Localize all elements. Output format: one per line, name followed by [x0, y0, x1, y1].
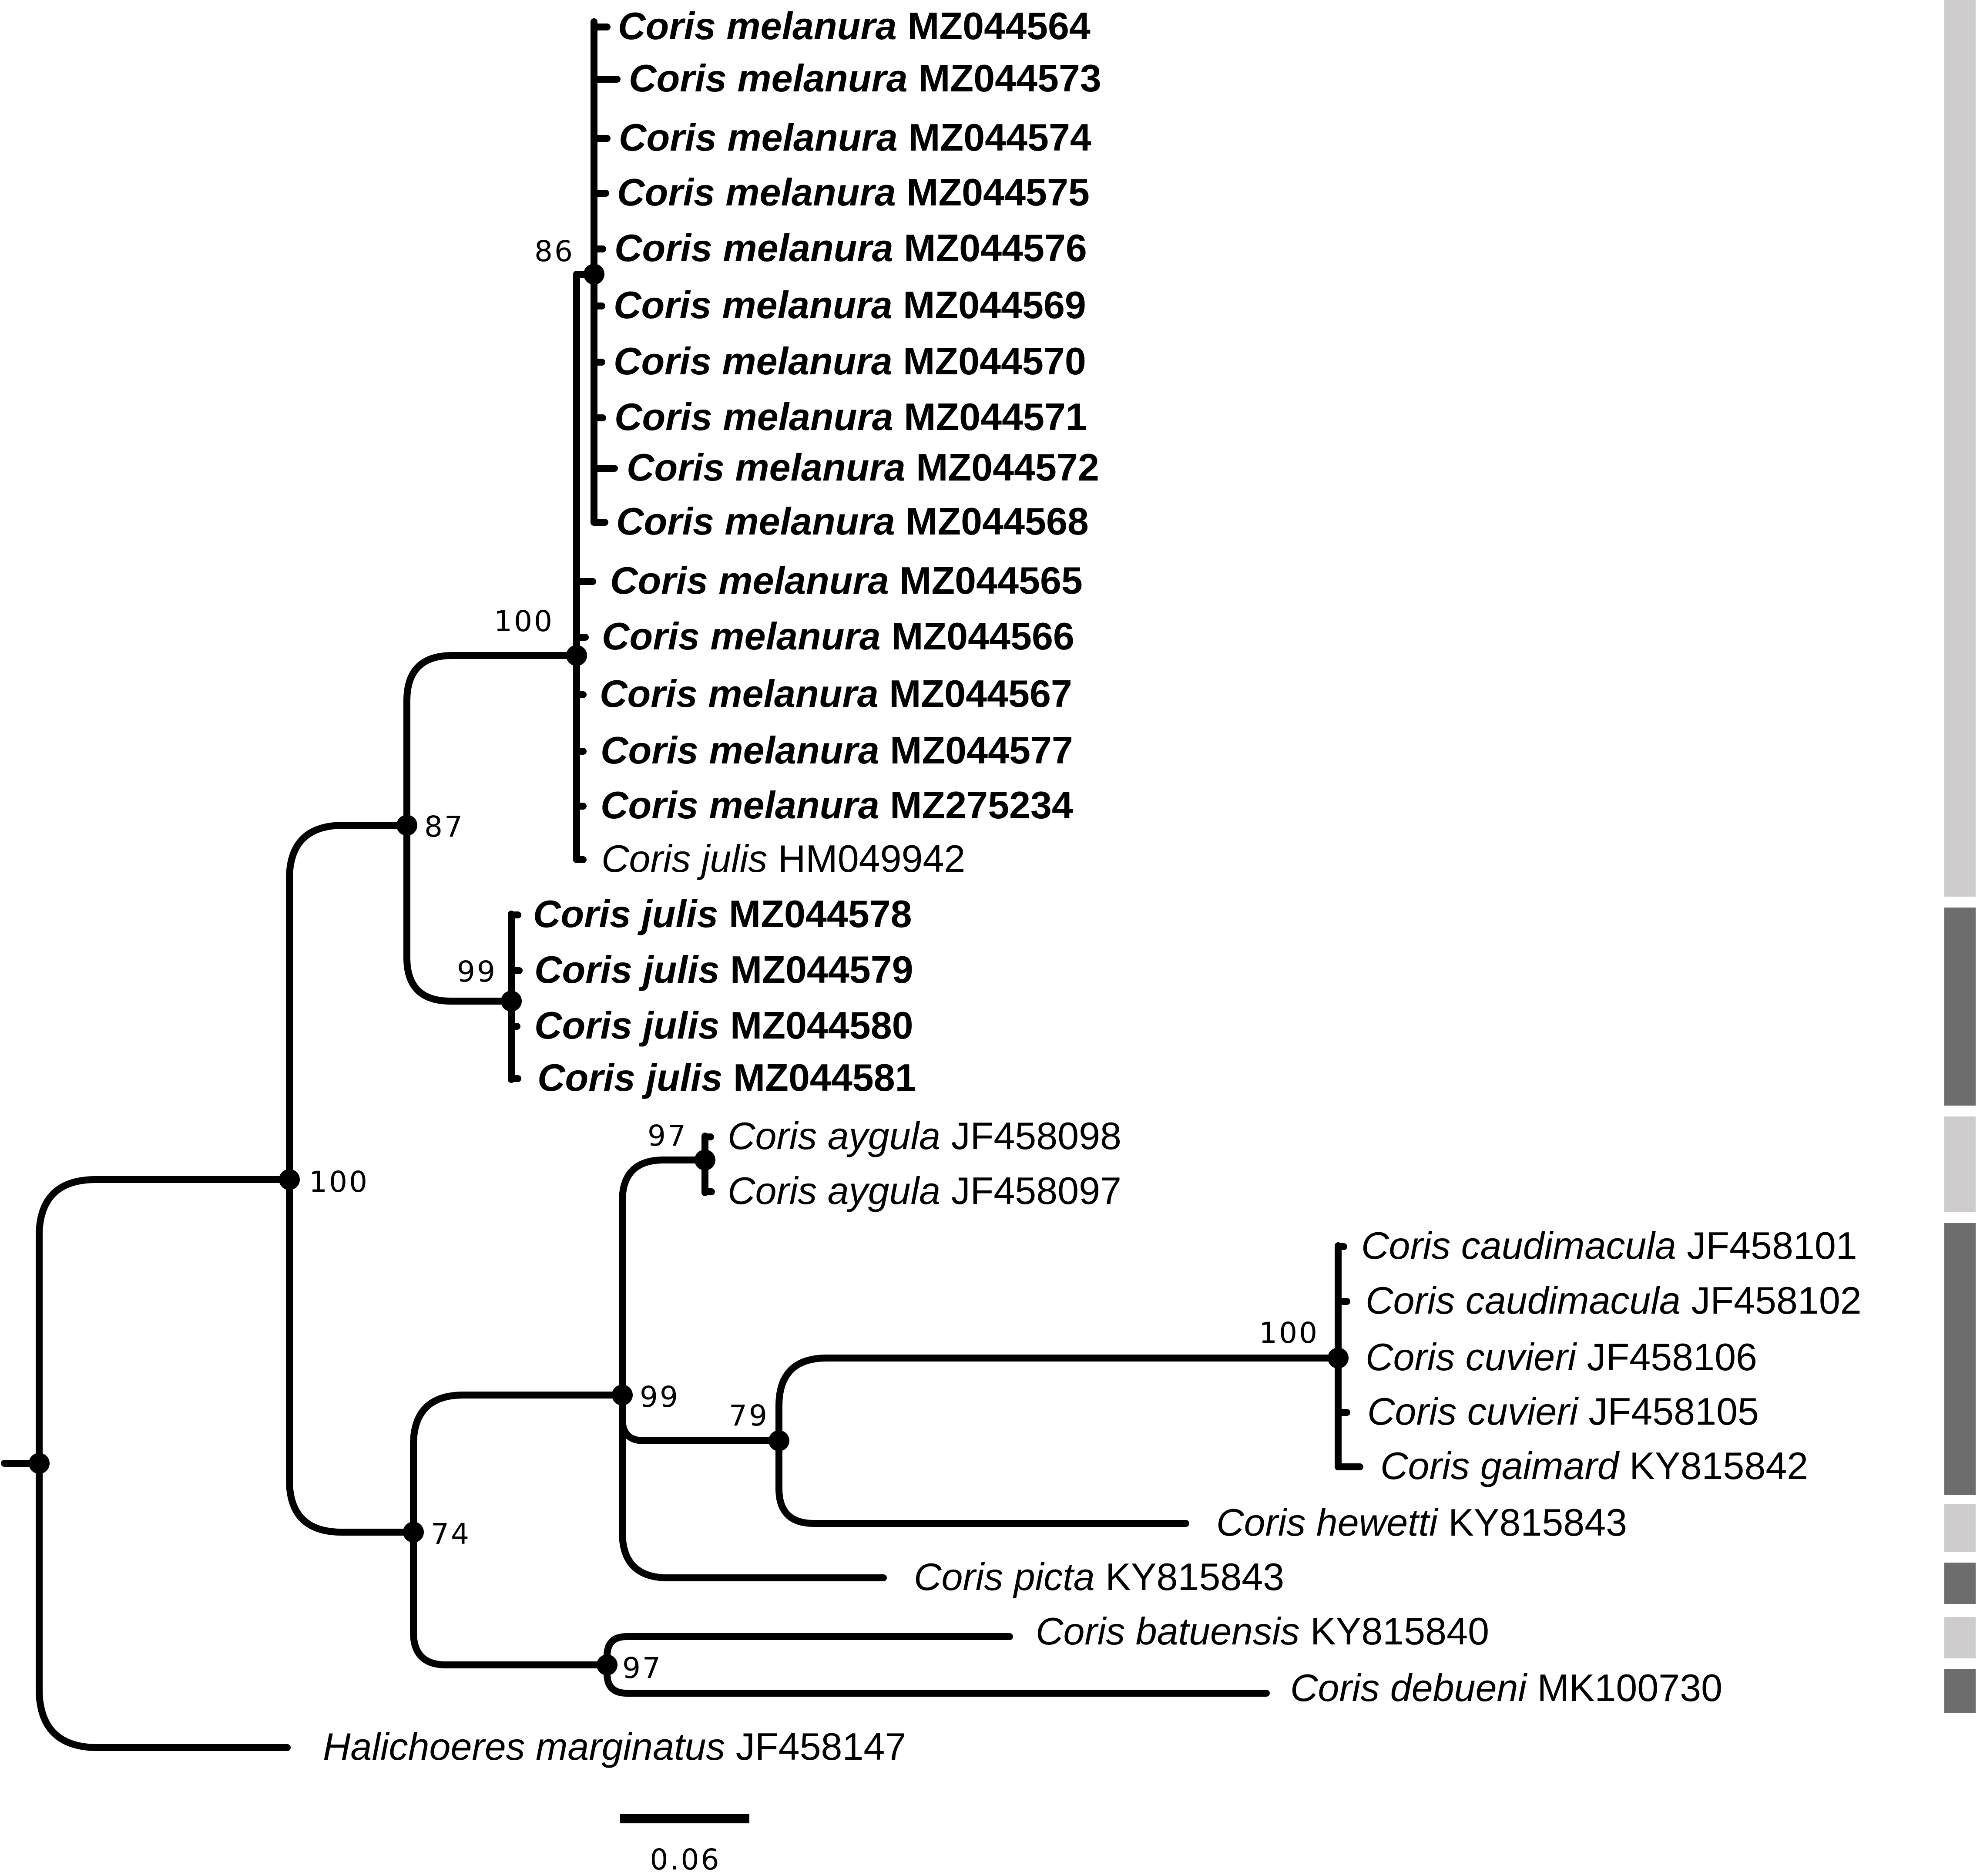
node-julis: [501, 991, 522, 1012]
support-label: 86: [534, 235, 574, 268]
taxon-label: Coris melanura MZ044570: [614, 340, 1086, 383]
taxon-label: Coris melanura MZ044569: [614, 283, 1086, 326]
node-74: [403, 1522, 424, 1543]
taxon-label: Coris aygula JF458097: [728, 1169, 1121, 1212]
taxon-label: Coris cuvieri JF458105: [1367, 1390, 1759, 1433]
support-label: 87: [424, 810, 464, 844]
node-melanura: [566, 645, 587, 666]
taxon-label: Coris melanura MZ044576: [614, 226, 1087, 269]
branch-to-melanura-clade: [403, 652, 580, 829]
node-97-lower: [597, 1654, 617, 1675]
taxon-label: Coris julis MZ044578: [533, 892, 912, 935]
taxon-label: Coris hewetti KY815843: [1216, 1501, 1627, 1544]
support-label: 100: [309, 1165, 369, 1199]
support-label: 99: [640, 1380, 680, 1414]
clade-bar: [1944, 1669, 1976, 1713]
taxon-label: Coris melanura MZ044575: [617, 171, 1090, 214]
tree-branches: [1, 18, 1363, 1751]
taxon-label: Coris melanura MZ044567: [600, 672, 1072, 715]
node-86: [584, 264, 604, 285]
taxon-label: Coris melanura MZ044565: [610, 559, 1083, 602]
node-79: [769, 1430, 789, 1451]
support-label: 74: [431, 1517, 471, 1551]
tree-nodes: [29, 264, 1349, 1675]
taxon-label: Coris caudimacula JF458102: [1366, 1279, 1862, 1322]
support-label: 100: [494, 605, 554, 638]
node-87: [396, 815, 417, 836]
taxon-label: Coris melanura MZ044568: [616, 500, 1089, 543]
clade-bars: [1944, 0, 1976, 1713]
clade-bar: [1944, 1617, 1976, 1658]
support-label: 100: [1259, 1316, 1319, 1350]
support-label: 97: [648, 1119, 688, 1153]
clade-bar: [1944, 1116, 1976, 1212]
node-ingroup: [279, 1169, 300, 1190]
clade-bar: [1944, 1504, 1976, 1552]
taxon-label: Coris julis MZ044579: [534, 948, 913, 991]
node-99-lower: [612, 1385, 633, 1405]
node-aygula: [695, 1150, 715, 1170]
tip-KY815843-hewetti: [775, 1437, 1189, 1527]
taxon-label: Coris melanura MZ044574: [619, 116, 1091, 159]
branch-to-caudimacula-clade: [775, 1355, 1342, 1444]
taxon-label: Coris debueni MK100730: [1290, 1666, 1722, 1709]
taxon-label: Coris cuvieri JF458106: [1366, 1335, 1757, 1378]
taxon-label: Coris julis MZ044580: [534, 1004, 913, 1047]
scale-bar: 0.06: [620, 1814, 749, 1876]
support-label: 99: [457, 955, 497, 988]
tip-KY815843-picta: [619, 1392, 887, 1581]
taxon-label: Coris melanura MZ044572: [627, 446, 1099, 489]
support-label: 97: [622, 1651, 662, 1685]
branch-to-node-97-lower: [410, 1529, 611, 1668]
node-root: [29, 1453, 50, 1474]
branch-to-node-87: [286, 822, 410, 1183]
taxon-label: Coris melanura MZ044564: [618, 4, 1091, 47]
branch-ingroup: [36, 1176, 293, 1467]
clade-bar: [1944, 1223, 1976, 1495]
branch-to-node-74: [286, 1176, 417, 1536]
taxon-label: Coris melanura MZ044573: [629, 57, 1101, 100]
scale-bar-label: 0.06: [650, 1843, 721, 1876]
support-label: 79: [729, 1399, 769, 1432]
taxon-label: Coris melanura MZ044577: [601, 729, 1073, 772]
clade-bar: [1944, 0, 1976, 897]
taxon-label: Coris gaimard KY815842: [1380, 1444, 1808, 1487]
clade-bar: [1944, 1563, 1976, 1604]
tip-MK100730: [604, 1661, 1270, 1697]
branch-to-julis-clade: [403, 822, 515, 1005]
taxon-label: Halichoeres marginatus JF458147: [323, 1725, 906, 1768]
taxon-label: Coris melanura MZ044571: [614, 395, 1087, 438]
node-caudimacula: [1328, 1348, 1349, 1368]
taxon-label: Coris aygula JF458098: [728, 1114, 1121, 1157]
taxon-label: Coris batuensis KY815840: [1036, 1610, 1489, 1653]
clade-bar: [1944, 908, 1976, 1106]
branch-to-node-99-lower: [410, 1392, 626, 1536]
branch-to-aygula-clade: [619, 1157, 708, 1399]
taxon-label: Coris julis HM049942: [601, 837, 965, 880]
support-values: 86 100 87 99 100 97 100 99 79 74 97: [309, 235, 1319, 1685]
taxon-label: Coris julis MZ044581: [537, 1056, 916, 1099]
taxon-label: Coris picta KY815843: [914, 1555, 1284, 1598]
taxon-label: Coris melanura MZ275234: [601, 783, 1073, 827]
taxon-labels: Coris melanura MZ044564 Coris melanura M…: [323, 4, 1862, 1768]
branch-outgroup-halichoeres: [36, 1460, 291, 1751]
tip-KY815840: [604, 1633, 1013, 1668]
taxon-label: Coris caudimacula JF458101: [1361, 1224, 1857, 1267]
taxon-label: Coris melanura MZ044566: [602, 615, 1074, 658]
